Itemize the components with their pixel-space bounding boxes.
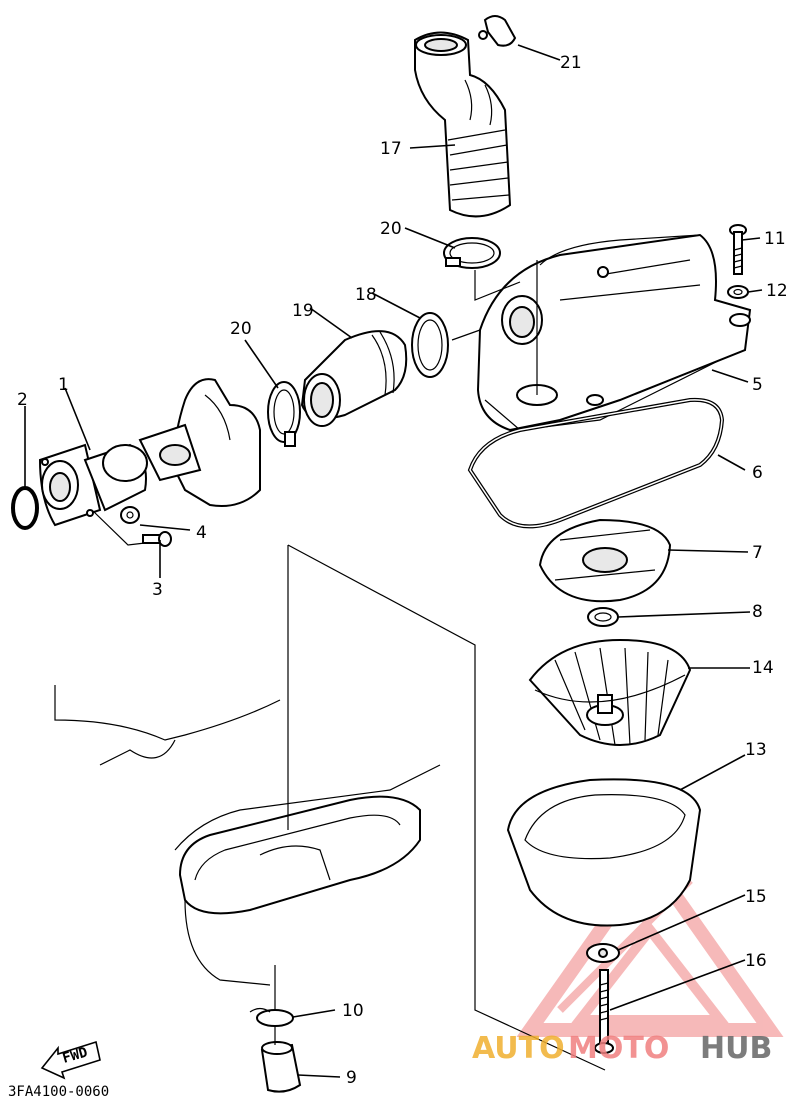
bottom-cup-13 <box>506 778 702 927</box>
intake-duct-17 <box>414 15 517 218</box>
callout-1: 1 <box>58 375 69 395</box>
bolt-3 <box>142 531 172 547</box>
guide-lines <box>91 270 606 1071</box>
callout-8: 8 <box>752 602 763 622</box>
nut-4 <box>120 506 140 524</box>
callout-7: 7 <box>752 543 763 563</box>
leader-lines <box>24 44 763 1078</box>
watermark-hub: HUB <box>700 1031 772 1066</box>
washer-12 <box>727 285 749 299</box>
callout-12: 12 <box>766 281 788 301</box>
callout-5: 5 <box>752 375 763 395</box>
fwd-arrow-icon: FWD <box>40 1040 101 1080</box>
callout-15: 15 <box>745 887 767 907</box>
callout-labels: 21 17 20 11 12 5 6 7 8 14 13 15 16 18 19… <box>17 53 788 1088</box>
callout-20-upper: 20 <box>380 219 402 239</box>
manifold-1 <box>38 443 148 527</box>
callout-16: 16 <box>745 951 767 971</box>
watermark-text: AUTO MOTO HUB <box>472 1031 772 1066</box>
callout-2: 2 <box>17 390 28 410</box>
callout-9: 9 <box>346 1068 357 1088</box>
callout-17: 17 <box>380 139 402 159</box>
callout-13: 13 <box>745 740 767 760</box>
clamp-18 <box>411 312 449 378</box>
callout-14: 14 <box>752 658 774 678</box>
air-filter-case-5 <box>476 233 752 432</box>
drain-cap-9 <box>260 1041 302 1093</box>
ring-8 <box>587 607 619 627</box>
clamp-20-lower <box>267 381 301 447</box>
carburetor <box>138 378 261 507</box>
callout-18: 18 <box>355 285 377 305</box>
callout-4: 4 <box>196 523 207 543</box>
washer-15 <box>586 943 620 963</box>
callout-6: 6 <box>752 463 763 483</box>
fwd-label: FWD <box>61 1044 90 1066</box>
diagram-code: 3FA4100-0060 <box>8 1084 109 1100</box>
callout-20-lower: 20 <box>230 319 252 339</box>
callout-19: 19 <box>292 301 314 321</box>
callout-21: 21 <box>560 53 582 73</box>
clip-10 <box>249 1007 294 1027</box>
o-ring-2 <box>11 486 39 530</box>
bolt-16 <box>594 969 614 1054</box>
clamp-20-upper <box>443 237 501 269</box>
watermark-auto: AUTO <box>472 1031 565 1066</box>
gasket-6 <box>467 397 725 529</box>
filter-screen-7 <box>538 518 672 603</box>
callout-11: 11 <box>764 229 786 249</box>
callout-10: 10 <box>342 1001 364 1021</box>
callout-3: 3 <box>152 580 163 600</box>
joint-hose-19 <box>300 330 408 427</box>
bolt-11 <box>729 224 747 275</box>
filter-cage-14 <box>528 638 692 746</box>
watermark-moto: MOTO <box>568 1031 669 1066</box>
frame-outline <box>54 685 441 986</box>
